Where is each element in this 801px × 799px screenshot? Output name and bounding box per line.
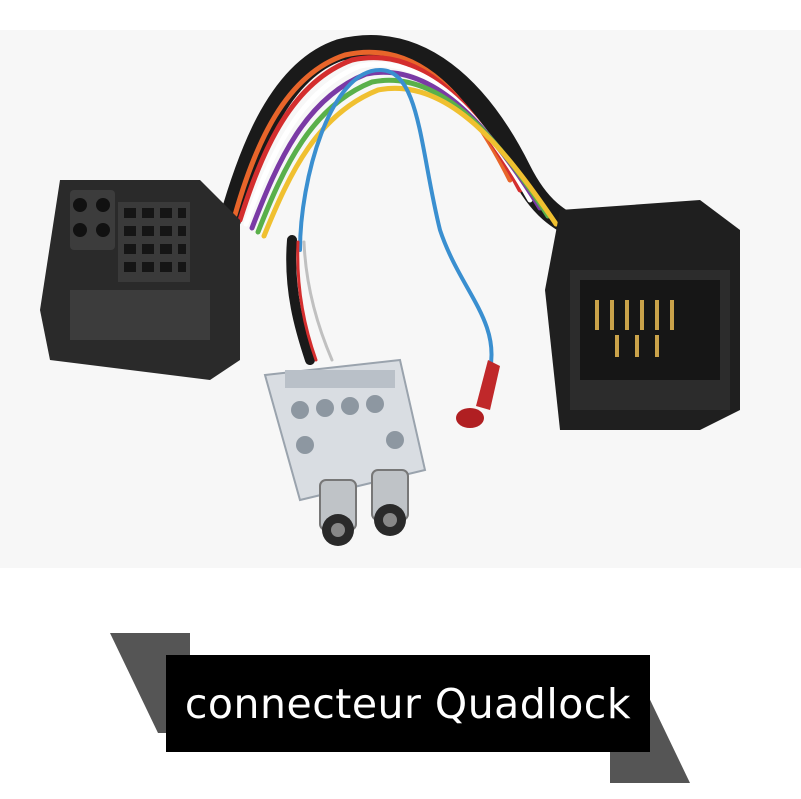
caption-ribbon: connecteur Quadlock: [110, 633, 690, 783]
ribbon-banner: connecteur Quadlock: [166, 655, 650, 752]
caption-text: connecteur Quadlock: [184, 679, 632, 728]
product-photo: [0, 30, 801, 568]
wiring-harness-image: [40, 35, 740, 546]
